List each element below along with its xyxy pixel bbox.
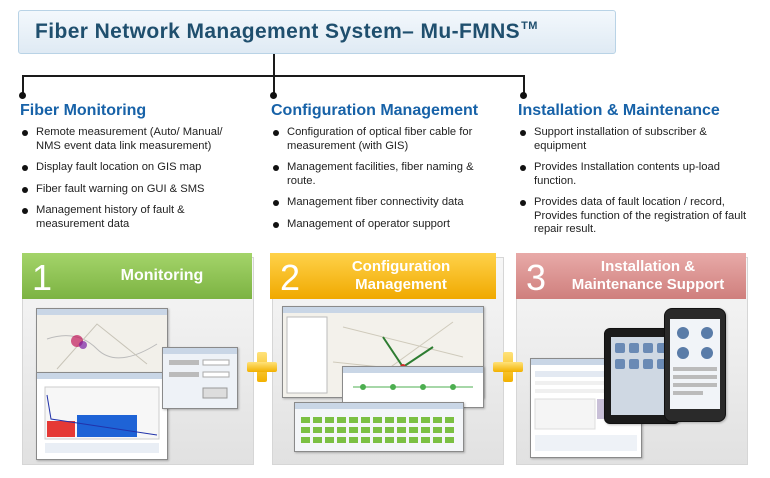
heading-fiber-monitoring: Fiber Monitoring bbox=[20, 102, 147, 119]
dialog-form-graphic bbox=[169, 359, 230, 399]
stage-band-installation: 3 Installation & Maintenance Support bbox=[516, 253, 746, 299]
stage-number-1: 1 bbox=[32, 257, 53, 298]
connector-vertical-main bbox=[273, 54, 275, 76]
installation-phone-device bbox=[664, 308, 726, 422]
stage-band-configuration: 2 Configuration Management bbox=[270, 253, 496, 299]
connector-drop-1 bbox=[22, 75, 24, 95]
map-route-graphic bbox=[46, 323, 158, 370]
heading-installation-maintenance: Installation & Maintenance bbox=[518, 102, 720, 119]
monitoring-map-screenshot bbox=[36, 308, 168, 380]
plus-icon bbox=[247, 352, 277, 382]
port-grid-graphic bbox=[301, 417, 454, 443]
stage-label-configuration: Configuration Management bbox=[351, 258, 451, 293]
title-text: Fiber Network Management System– Mu-FMNS bbox=[35, 20, 521, 43]
list-item: Provides Installation contents up-load f… bbox=[518, 161, 758, 188]
monitoring-otdr-screenshot bbox=[36, 372, 168, 460]
connector-dot-2 bbox=[270, 92, 277, 99]
bullet-list-installation: Support installation of subscriber & equ… bbox=[518, 126, 758, 245]
stage-label-monitoring: Monitoring bbox=[120, 267, 204, 284]
title-box: Fiber Network Management System– Mu-FMNS… bbox=[18, 10, 616, 54]
connector-dot-3 bbox=[520, 92, 527, 99]
stage-label-installation: Installation & Maintenance Support bbox=[571, 258, 725, 293]
web-table-graphic bbox=[534, 371, 637, 451]
list-item: Remote measurement (Auto/ Manual/ NMS ev… bbox=[20, 126, 245, 153]
list-item: Display fault location on GIS map bbox=[20, 161, 245, 175]
plus-icon bbox=[493, 352, 523, 382]
list-item: Support installation of subscriber & equ… bbox=[518, 126, 758, 153]
connector-dot-1 bbox=[19, 92, 26, 99]
configuration-port-grid-screenshot bbox=[294, 402, 464, 452]
monitoring-dialog-screenshot bbox=[162, 347, 238, 409]
page-title: Fiber Network Management System– Mu-FMNS… bbox=[35, 20, 538, 44]
list-item: Management history of fault & measuremen… bbox=[20, 204, 245, 231]
bullet-list-configuration: Configuration of optical fiber cable for… bbox=[271, 126, 491, 239]
connector-drop-3 bbox=[523, 75, 525, 95]
bullet-list-monitoring: Remote measurement (Auto/ Manual/ NMS ev… bbox=[20, 126, 245, 239]
list-item: Fiber fault warning on GUI & SMS bbox=[20, 183, 245, 197]
stage-number-3: 3 bbox=[526, 257, 547, 298]
otdr-trace-graphic bbox=[44, 386, 160, 453]
topology-graphic bbox=[353, 384, 473, 390]
list-item: Provides data of fault location / record… bbox=[518, 196, 758, 237]
list-item: Management fiber connectivity data bbox=[271, 196, 491, 210]
stage-number-2: 2 bbox=[280, 257, 301, 298]
trademark-mark: TM bbox=[521, 20, 538, 32]
list-item: Management facilities, fiber naming & ro… bbox=[271, 161, 491, 188]
phone-app-graphic bbox=[670, 319, 720, 409]
list-item: Configuration of optical fiber cable for… bbox=[271, 126, 491, 153]
connector-drop-2 bbox=[273, 75, 275, 95]
heading-configuration-management: Configuration Management bbox=[271, 102, 479, 119]
stage-band-monitoring: 1 Monitoring bbox=[22, 253, 252, 299]
list-item: Management of operator support bbox=[271, 218, 491, 232]
